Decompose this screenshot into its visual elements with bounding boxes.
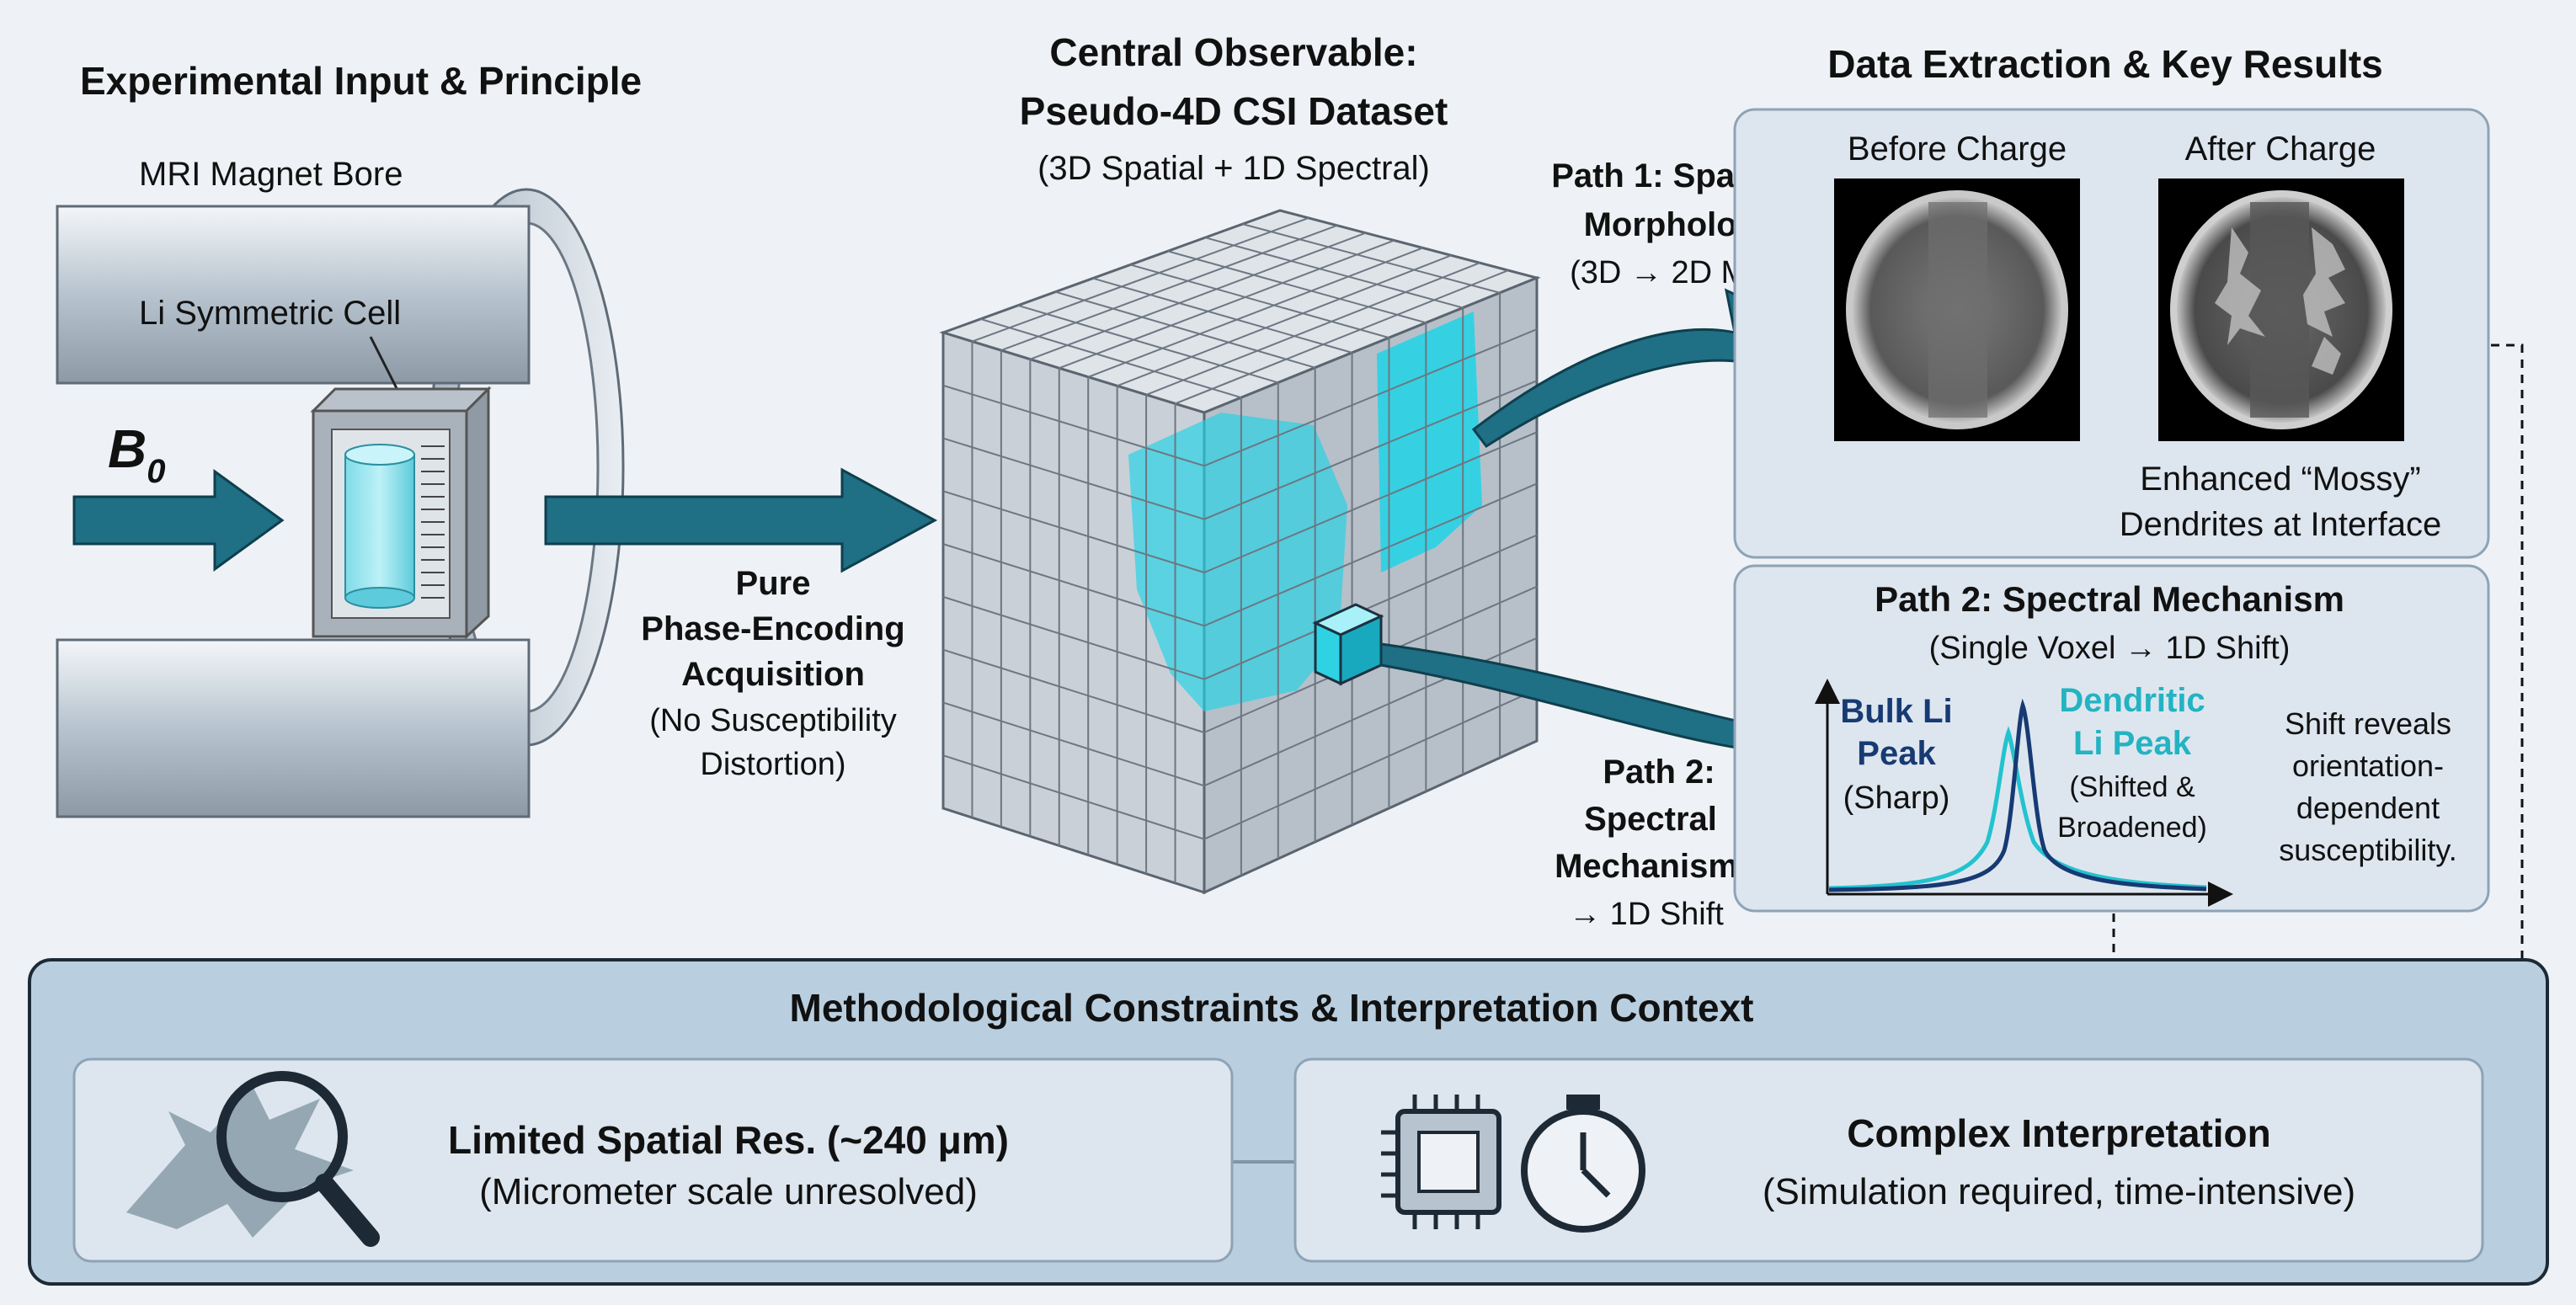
svg-text:(No Susceptibility: (No Susceptibility	[649, 703, 897, 738]
b0-field-arrow	[72, 469, 285, 572]
central-subtitle: (3D Spatial + 1D Spectral)	[1037, 150, 1430, 187]
mri-before-image	[1834, 178, 2080, 441]
svg-text:orientation-: orientation-	[2292, 748, 2444, 783]
results-section-title: Data Extraction & Key Results	[1827, 42, 2383, 86]
interpretation-title: Complex Interpretation	[1847, 1111, 2271, 1155]
svg-text:Spectral: Spectral	[1584, 801, 1717, 838]
svg-text:Phase-Encoding: Phase-Encoding	[641, 610, 904, 647]
svg-text:Li Peak: Li Peak	[2073, 725, 2192, 762]
single-voxel	[1312, 603, 1384, 686]
spatial-res-sub: (Micrometer scale unresolved)	[479, 1171, 978, 1212]
svg-text:Bulk Li: Bulk Li	[1840, 693, 1952, 730]
constraints-title: Methodological Constraints & Interpretat…	[790, 986, 1754, 1030]
spectral-panel-title: Path 2: Spectral Mechanism	[1875, 579, 2344, 619]
mri-caption-line2: Dendrites at Interface	[2120, 506, 2441, 543]
after-charge-label: After Charge	[2185, 130, 2376, 168]
svg-text:Distortion): Distortion)	[700, 747, 845, 782]
acquisition-label: Pure Phase-Encoding Acquisition (No Susc…	[641, 565, 904, 782]
csi-voxel-cube	[939, 209, 1541, 895]
acquisition-arrow	[544, 467, 938, 573]
interpretation-subtitle: (Simulation required, time-intensive)	[1763, 1171, 2355, 1212]
svg-text:Pure: Pure	[736, 565, 811, 602]
before-charge-label: Before Charge	[1848, 130, 2067, 168]
svg-text:→ 1D Shift: → 1D Shift	[1569, 897, 1724, 932]
bore-label: MRI Magnet Bore	[139, 156, 403, 193]
spectral-results-panel	[1733, 564, 2490, 913]
svg-text:Mechanism: Mechanism	[1555, 848, 1738, 885]
svg-text:(Shifted &: (Shifted &	[2069, 771, 2195, 803]
svg-text:Broadened): Broadened)	[2057, 812, 2207, 844]
b0-symbol: B0	[108, 418, 165, 490]
svg-text:Dendritic: Dendritic	[2059, 682, 2205, 719]
spatial-resolution-card	[72, 1057, 1234, 1263]
bulk-peak-curve	[1828, 698, 2207, 892]
central-title-line1: Central Observable:	[1049, 30, 1417, 74]
stopwatch-icon	[1521, 1095, 1645, 1233]
dendritic-peak-label: Dendritic Li Peak (Shifted & Broadened)	[2057, 682, 2207, 844]
mri-after-image	[2158, 178, 2404, 441]
processor-chip-icon	[1381, 1095, 1501, 1229]
svg-text:susceptibility.: susceptibility.	[2279, 833, 2456, 867]
dashed-connector-right	[2487, 344, 2524, 1173]
svg-text:Path 2:: Path 2:	[1603, 754, 1715, 791]
central-title-line2: Pseudo-4D CSI Dataset	[1020, 89, 1448, 133]
bulk-peak-label: Bulk Li Peak (Sharp)	[1840, 693, 1952, 816]
li-symmetric-cell	[310, 386, 492, 640]
spatial-res-title: Limited Spatial Res. (~240 μm)	[448, 1118, 1009, 1162]
spectral-panel-subtitle: (Single Voxel → 1D Shift)	[1929, 631, 2291, 666]
cell-label: Li Symmetric Cell	[139, 295, 401, 332]
dendritic-peak-curve	[1828, 726, 2207, 891]
svg-text:Acquisition: Acquisition	[681, 656, 865, 693]
svg-text:dependent: dependent	[2296, 791, 2440, 825]
shift-note: Shift reveals orientation- dependent sus…	[2279, 706, 2456, 867]
input-section-title: Experimental Input & Principle	[80, 59, 642, 103]
dendrite-blur-icon	[126, 1086, 354, 1238]
svg-text:(Sharp): (Sharp)	[1843, 780, 1950, 816]
path2-arrow-label: Path 2: Spectral Mechanism → 1D Shift	[1555, 754, 1738, 932]
svg-text:Peak: Peak	[1857, 735, 1936, 772]
mri-caption-line1: Enhanced “Mossy”	[2140, 461, 2420, 498]
spectrum-plot	[1815, 679, 2233, 907]
svg-text:Shift reveals: Shift reveals	[2285, 706, 2451, 741]
magnifier-icon	[216, 1071, 380, 1247]
